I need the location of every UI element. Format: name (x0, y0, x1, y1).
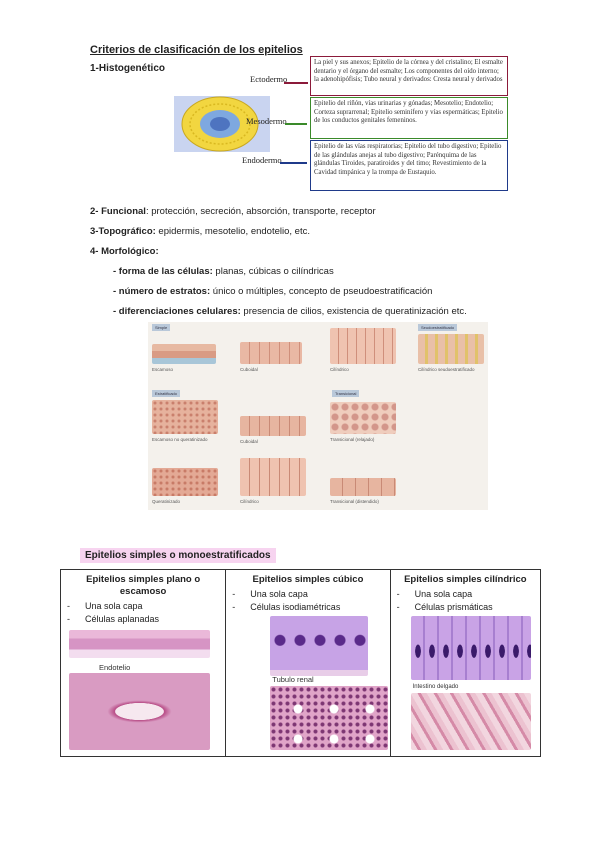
criterio-topografico: 3-Topográfico: epidermis, mesotelio, end… (90, 226, 310, 237)
tissue-queratinizado (152, 468, 218, 496)
tissue-trans-distendido (330, 478, 396, 496)
micrograph-endotelio (69, 673, 210, 750)
column-cilindrico: Epitelios simples cilíndrico Una sola ca… (389, 569, 542, 757)
funcional-label: 2- Funcional (90, 206, 146, 217)
micrograph-intestino-delgado (410, 693, 531, 750)
criterio-forma: - forma de las células: planas, cúbicas … (113, 266, 334, 277)
feature-item: Una sola capa (250, 588, 389, 601)
micrograph-cilindrico (410, 616, 531, 680)
tissue-escamoso (152, 344, 216, 364)
forma-label: - forma de las células: (113, 266, 213, 277)
tissue-cil-seudo (418, 334, 484, 364)
ectodermo-label: Ectodermo (250, 74, 288, 84)
germ-layer-diagram (174, 96, 270, 152)
diferenciaciones-text: presencia de cilios, existencia de quera… (240, 306, 467, 317)
criterio-funcional: 2- Funcional: protección, secreción, abs… (90, 206, 376, 217)
feature-item: Células prismáticas (415, 601, 540, 614)
criterio-estratos: - número de estratos: único o múltiples,… (113, 286, 432, 297)
estratos-label: - número de estratos: (113, 286, 211, 297)
caption-cilindrico: Cilíndrico (330, 367, 349, 372)
tissue-trans-relajado (330, 402, 396, 434)
feature-list-plano: Una sola capa Células aplanadas (61, 600, 225, 626)
tag-estratificado: Estratificado (152, 390, 181, 397)
caption-cuboidal-2: Cuboidal (240, 439, 258, 444)
feature-item: Una sola capa (415, 588, 540, 601)
caption-trans-distendido: Transicional (distendido) (330, 499, 379, 504)
caption-esc-no-q: Escamoso no queratinizado (152, 437, 208, 442)
tissue-cilindrico (330, 328, 396, 364)
column-heading-plano: Epitelios simples plano o escamoso (86, 574, 201, 597)
topografico-text: epidermis, mesotelio, endotelio, etc. (155, 226, 310, 237)
tag-simple: Simple (152, 324, 171, 331)
mesodermo-label: Mesodermo (246, 116, 287, 126)
column-heading-cilindrico: Epitelios simples cilíndrico (404, 574, 527, 585)
morfologico-label: 4- Morfológico: (90, 246, 159, 257)
epithelium-types-figure: Simple Seudoestratificado Estratificado … (148, 322, 488, 510)
diferenciaciones-label: - diferenciaciones celulares: (113, 306, 241, 317)
mesodermo-arrow (285, 123, 307, 125)
micrograph-tubulo-renal (270, 686, 389, 750)
criterio-morfologico: 4- Morfológico: (90, 246, 159, 257)
feature-item: Una sola capa (85, 600, 225, 613)
endodermo-label: Endodermo (242, 155, 282, 165)
tissue-esc-no-q (152, 400, 218, 434)
column-plano: Epitelios simples plano o escamoso Una s… (59, 569, 227, 757)
section-title-simples: Epitelios simples o monoestratificados (80, 548, 276, 563)
feature-item: Células isodiamétricas (250, 601, 389, 614)
feature-list-cubico: Una sola capa Células isodiamétricas (226, 588, 389, 614)
caption-cil-seudo: Cilíndrico seudoestratificado (418, 367, 475, 372)
funcional-text: : protección, secreción, absorción, tran… (145, 206, 376, 217)
tag-pseudo: Seudoestratificado (418, 324, 458, 331)
section-histogenetico: 1-Histogenético (90, 63, 166, 74)
caption-tubulo-renal: Tubulo renal (272, 675, 314, 684)
feature-list-cilindrico: Una sola capa Células prismáticas (391, 588, 540, 614)
tissue-cuboidal (240, 342, 302, 364)
caption-intestino-delgado: Intestino delgado (412, 684, 459, 690)
caption-queratinizado: Queratinizado (152, 499, 181, 504)
tissue-cuboidal-2 (240, 416, 306, 436)
caption-cuboidal: Cuboidal (240, 367, 258, 372)
ectodermo-arrow (284, 82, 308, 84)
criterio-diferenciaciones: - diferenciaciones celulares: presencia … (113, 306, 467, 317)
epithelia-comparison-table: Epitelios simples plano o escamoso Una s… (59, 569, 542, 757)
micrograph-plano-surface (69, 630, 210, 658)
caption-trans-relajado: Transicional (relajado) (330, 437, 375, 442)
caption-escamoso: Escamoso (152, 367, 174, 372)
caption-endotelio: Endotelio (99, 663, 131, 672)
tissue-cilindrico-2 (240, 458, 306, 496)
estratos-text: único o múltiples, concepto de pseudoest… (210, 286, 433, 297)
page-title: Criterios de clasificación de los epitel… (90, 44, 303, 56)
forma-text: planas, cúbicas o cilíndricas (212, 266, 334, 277)
column-heading-cubico: Epitelios simples cúbico (252, 574, 364, 585)
micrograph-cubico (270, 616, 369, 676)
endodermo-box: Epitelio de las vías respiratorias; Epit… (310, 140, 508, 191)
ectodermo-box: La piel y sus anexos; Epitelio de la cór… (310, 56, 508, 96)
column-cubico: Epitelios simples cúbico Una sola capa C… (225, 569, 391, 757)
mesodermo-box: Epitelio del riñón, vías urinarias y gón… (310, 97, 508, 139)
feature-item: Células aplanadas (85, 613, 225, 626)
topografico-label: 3-Topográfico: (90, 226, 156, 237)
caption-cilindrico-2: Cilíndrico (240, 499, 259, 504)
tag-transicional: Transicional (332, 390, 360, 397)
endodermo-arrow (280, 162, 307, 164)
